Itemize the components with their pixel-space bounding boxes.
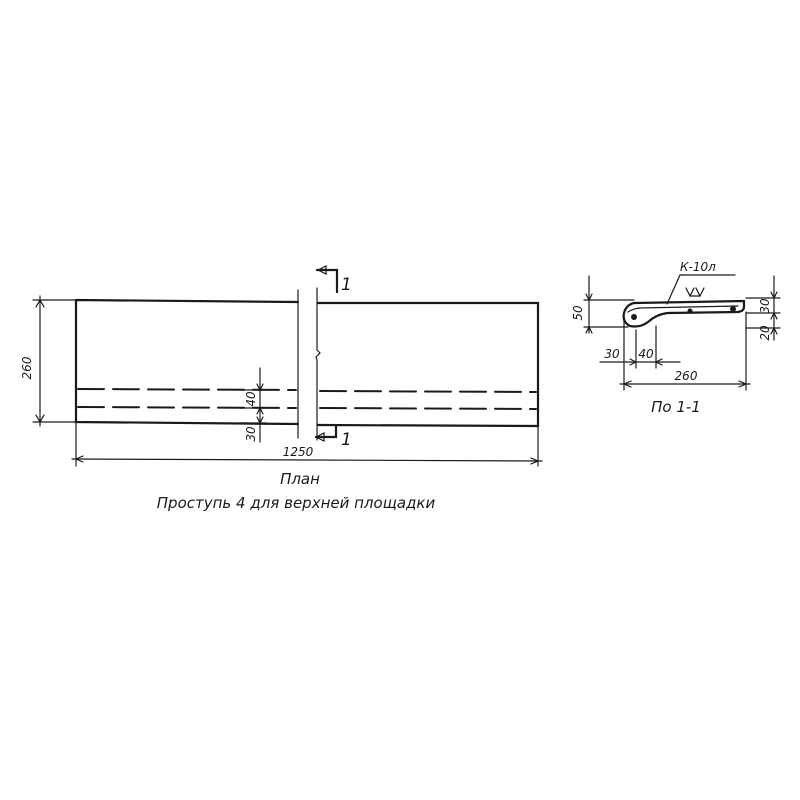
rebar-dot-right <box>730 306 736 312</box>
plan-view: 260 40 30 1250 1 1 <box>20 265 543 512</box>
dim-260-vertical: 260 <box>20 295 77 427</box>
dim-260-label: 260 <box>20 356 34 379</box>
section-mark-top: 1 <box>315 265 352 295</box>
dim-bottom-30-label: 30 <box>604 347 620 361</box>
break-line-right <box>315 287 321 441</box>
dim-30-40-horizontal: 30 40 <box>599 317 681 391</box>
plan-title: План <box>280 470 320 488</box>
dim-50-vertical: 50 <box>571 275 635 334</box>
weld-label: К-10л <box>680 260 716 274</box>
weld-leader: К-10л <box>666 260 736 305</box>
dim-40-30-vertical: 40 30 <box>239 367 267 443</box>
dim-30-label: 30 <box>244 426 258 442</box>
plan-subtitle: Проступь 4 для верхней площадки <box>157 494 436 512</box>
hidden-line-lower-right <box>319 407 537 410</box>
dim-right-20-label: 20 <box>758 325 772 341</box>
section-mark-top-label: 1 <box>341 275 352 295</box>
dim-right-30-label: 30 <box>758 298 772 314</box>
rebar-dot-middle <box>687 308 693 314</box>
dim-1250-horizontal: 1250 <box>71 421 543 467</box>
rebar-dot-left <box>631 314 637 320</box>
hidden-line-upper-right <box>319 390 537 393</box>
dim-40-label: 40 <box>244 391 258 407</box>
dim-30-20-vertical: 30 20 <box>745 275 781 341</box>
dim-section-260-horizontal: 260 <box>619 311 751 391</box>
section-profile-inner <box>627 305 739 313</box>
plan-outline-right <box>316 301 540 428</box>
section-1-1-view: К-10л 50 30 20 30 40 <box>571 260 781 416</box>
section-profile <box>622 299 746 328</box>
dim-50-label: 50 <box>571 305 585 321</box>
plan-outline-left <box>74 298 300 426</box>
section-mark-bottom-label: 1 <box>341 430 352 450</box>
dim-bottom-40-label: 40 <box>638 347 654 361</box>
section-mark-bottom: 1 <box>314 424 352 450</box>
section-caption: По 1-1 <box>651 398 701 416</box>
dim-1250-label: 1250 <box>283 445 314 459</box>
dim-section-260-label: 260 <box>675 369 698 383</box>
